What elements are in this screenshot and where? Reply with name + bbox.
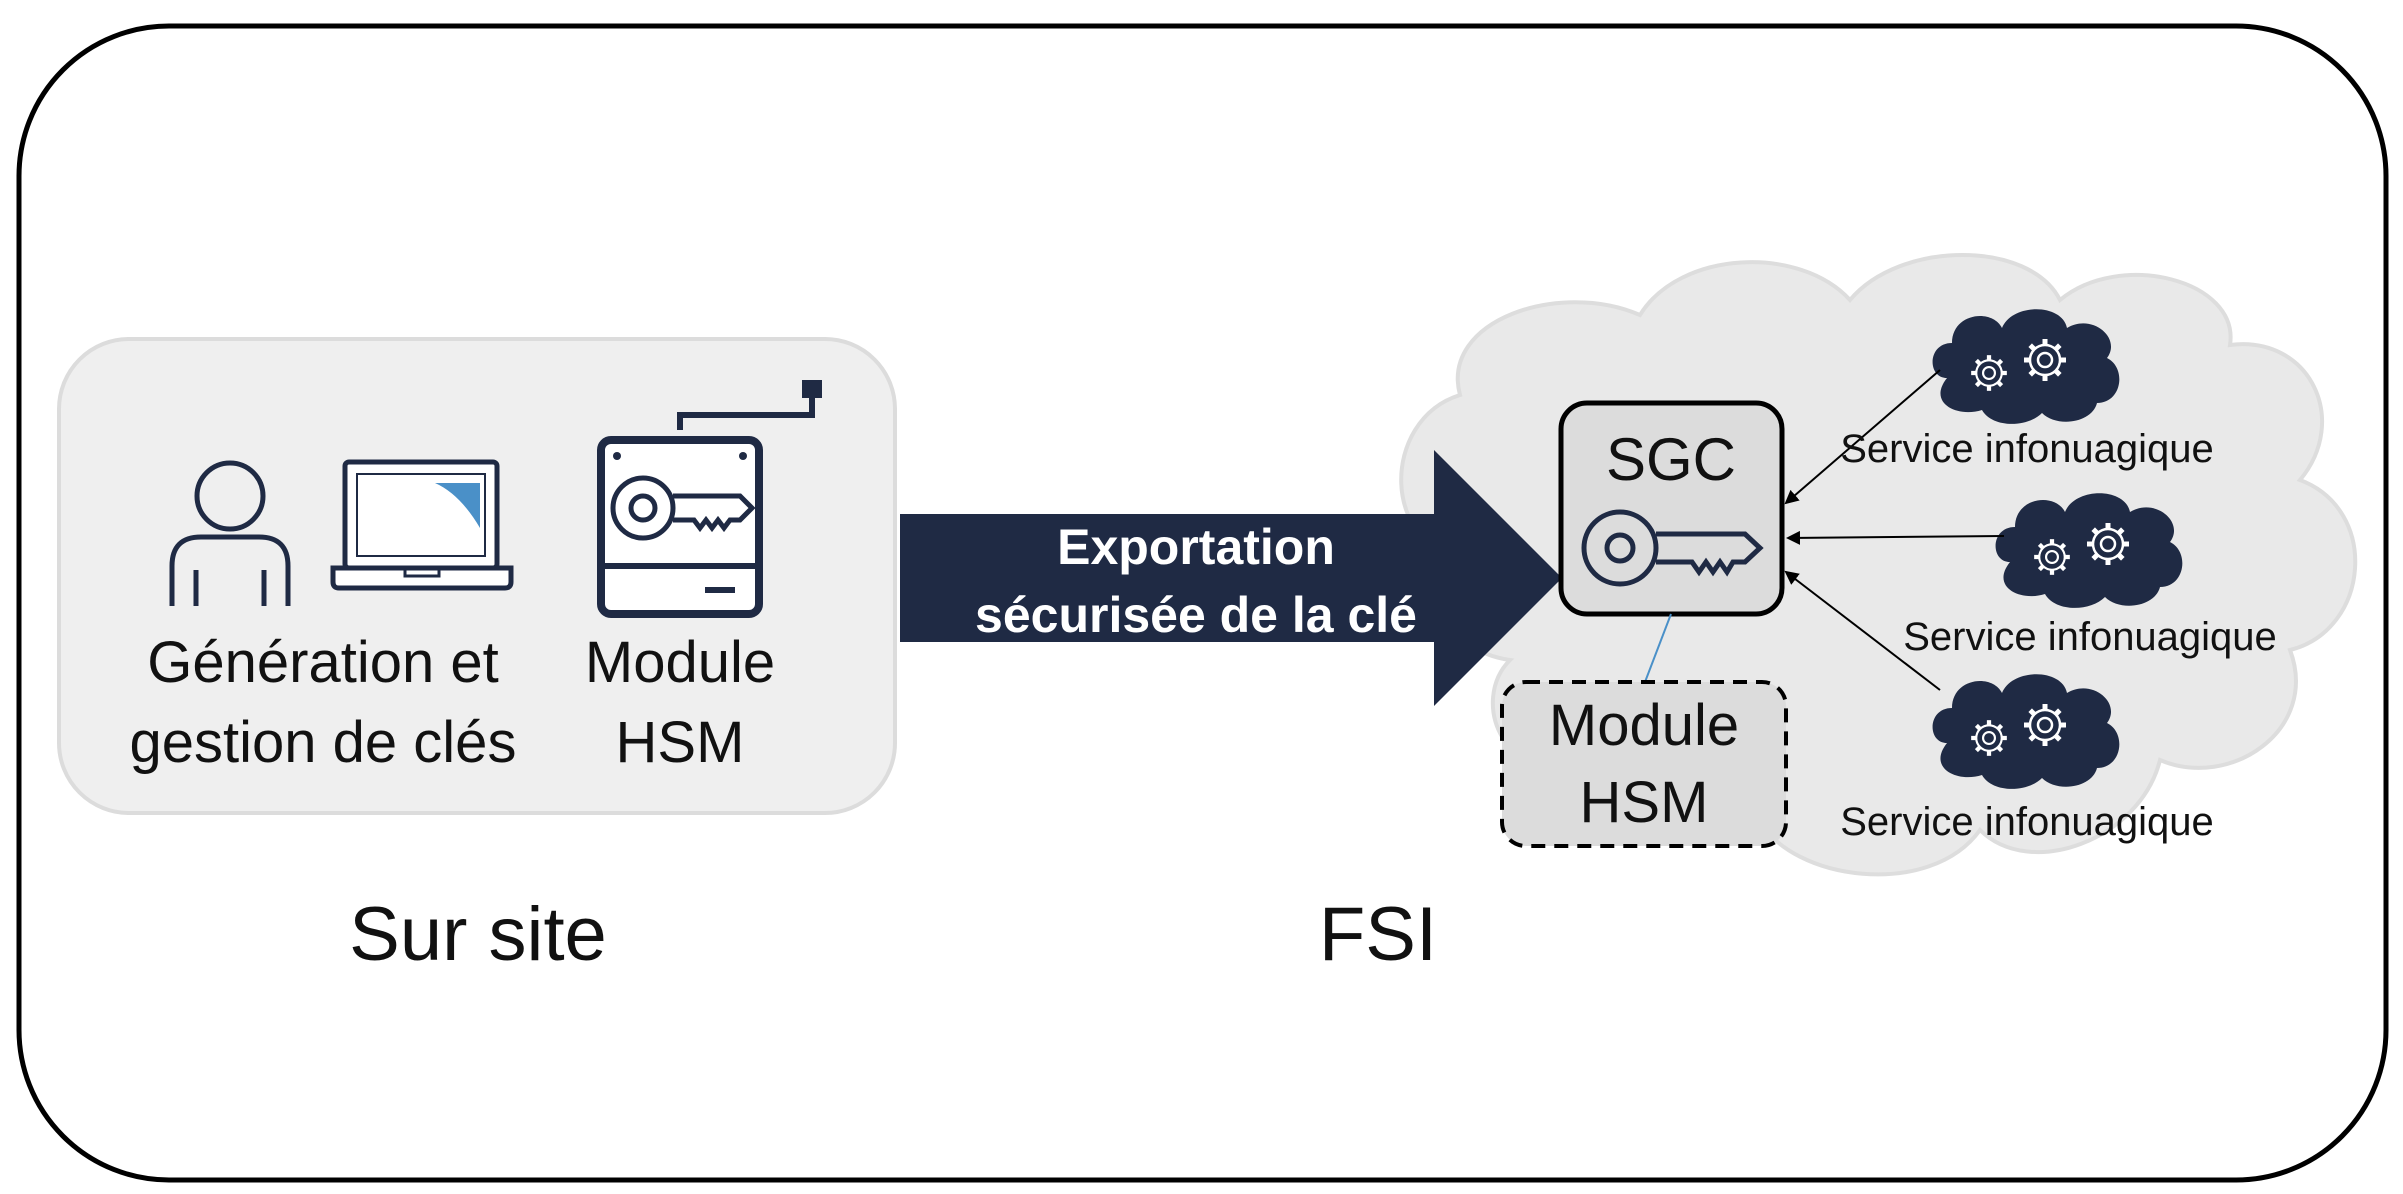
- onsite-label-line1: Génération et: [147, 630, 498, 695]
- service-label-1: Service infonuagique: [1840, 427, 2214, 471]
- hsm-device-icon: [597, 380, 822, 618]
- service-label-2: Service infonuagique: [1903, 615, 2277, 659]
- onsite-caption: Sur site: [349, 892, 607, 977]
- export-arrow-line1: Exportation: [1057, 519, 1335, 575]
- laptop-icon: [330, 459, 514, 591]
- service-arrow-1: [1784, 369, 1941, 505]
- key-icon: [1581, 509, 1764, 587]
- service-arrow-2: [1786, 530, 2005, 545]
- onsite-hsm-line2: HSM: [616, 710, 745, 775]
- cloud-hsm-line1: Module: [1549, 693, 1739, 758]
- sgc-label: SGC: [1606, 426, 1736, 493]
- gears-cloud-icon: [1933, 309, 2120, 424]
- cloud-hsm-box: [1500, 680, 1788, 848]
- onsite-hsm-line1: Module: [585, 630, 775, 695]
- gears-cloud-icon: [1933, 674, 2120, 789]
- service-label-3: Service infonuagique: [1840, 800, 2214, 844]
- gears-cloud-icon: [1996, 493, 2183, 608]
- fsi-caption: FSI: [1319, 892, 1437, 977]
- key-icon: [610, 475, 756, 541]
- service-arrow-3: [1784, 570, 1941, 691]
- person-icon: [169, 460, 291, 606]
- sgc-hsm-connector: [1644, 613, 1672, 683]
- cloud-hsm-line2: HSM: [1580, 770, 1709, 835]
- onsite-label-line2: gestion de clés: [130, 710, 517, 775]
- export-arrow: [900, 450, 1562, 706]
- export-arrow-line2: sécurisée de la clé: [975, 587, 1417, 643]
